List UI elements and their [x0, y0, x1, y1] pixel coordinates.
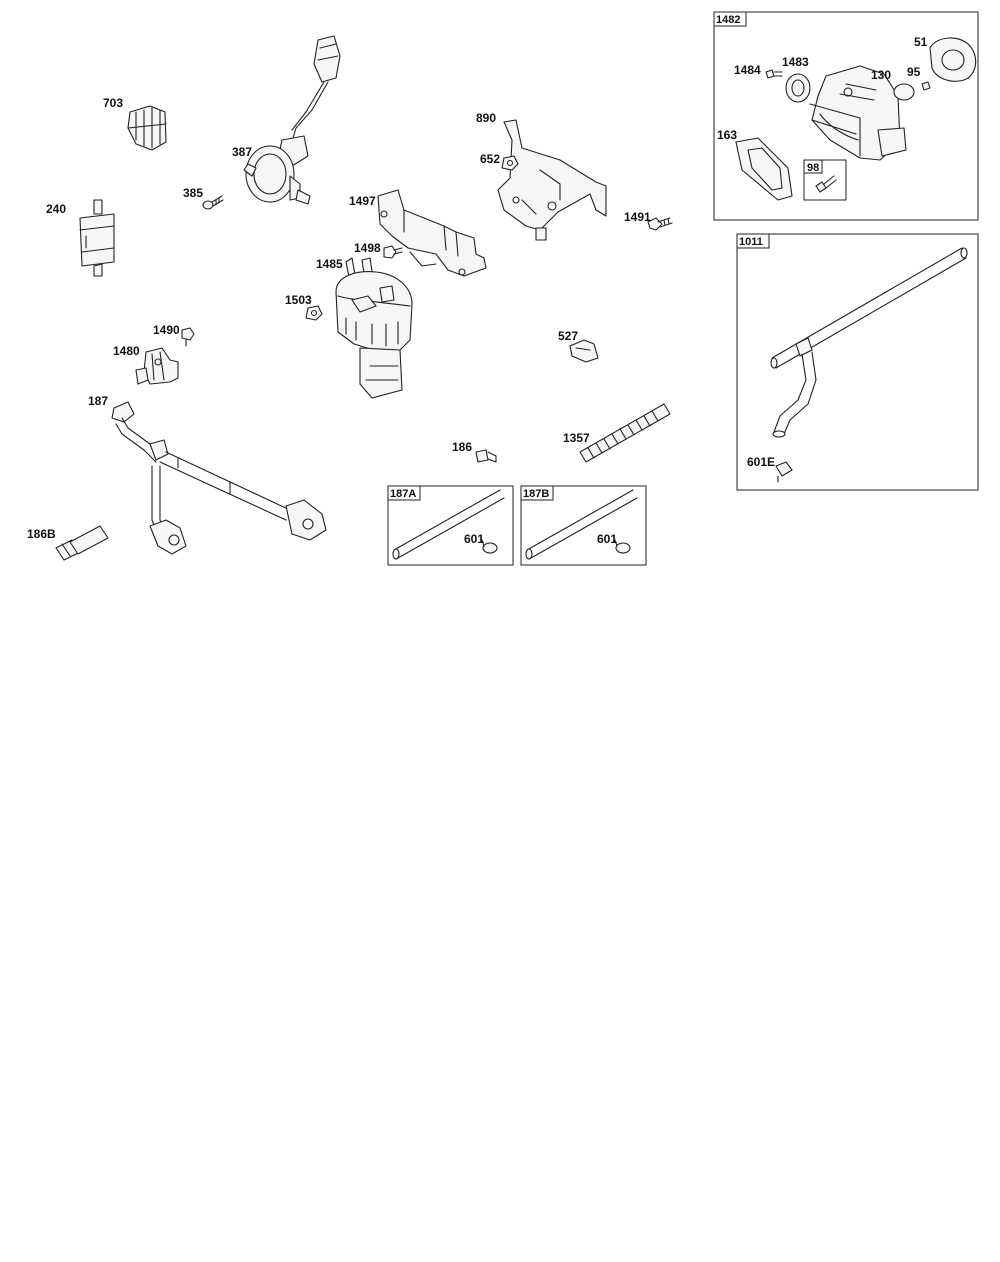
label-1357[interactable]: 1357: [563, 431, 590, 445]
kit-187B-label: 187B: [523, 488, 549, 500]
part-130-seal[interactable]: [893, 83, 915, 101]
part-1490-screw[interactable]: [181, 327, 195, 347]
kit-1482-box: [713, 11, 979, 221]
label-601E[interactable]: 601E: [747, 455, 775, 469]
kit-187A-label: 187A: [390, 488, 416, 500]
label-95[interactable]: 95: [907, 65, 921, 79]
label-186B[interactable]: 186B: [27, 527, 56, 541]
part-1484-screw[interactable]: [765, 69, 783, 79]
label-240[interactable]: 240: [46, 202, 66, 216]
part-163-gasket[interactable]: [735, 137, 793, 201]
label-1498[interactable]: 1498: [354, 241, 381, 255]
part-187-fuel-line[interactable]: [111, 401, 327, 555]
part-187A-clamp-601[interactable]: [481, 539, 498, 554]
part-1011-tube[interactable]: [770, 247, 968, 438]
part-187A-hose[interactable]: [392, 489, 505, 560]
part-187B-hose[interactable]: [525, 489, 638, 560]
label-890[interactable]: 890: [476, 111, 496, 125]
label-187[interactable]: 187: [88, 394, 108, 408]
part-1357-spring-sleeve[interactable]: [579, 403, 671, 463]
label-186[interactable]: 186: [452, 440, 472, 454]
label-652[interactable]: 652: [480, 152, 500, 166]
part-890-bracket[interactable]: [497, 119, 607, 241]
label-1491[interactable]: 1491: [624, 210, 651, 224]
kit-98-label: 98: [807, 162, 819, 174]
kit-1011-box: [736, 233, 979, 491]
part-1503-screw[interactable]: [305, 305, 323, 321]
part-51-gasket[interactable]: [929, 37, 977, 82]
label-1483[interactable]: 1483: [782, 55, 809, 69]
kit-1482-label: 1482: [716, 14, 740, 26]
label-130[interactable]: 130: [871, 68, 891, 82]
part-1485-pump-module[interactable]: [335, 257, 413, 399]
part-1498-nut[interactable]: [383, 245, 403, 259]
label-1485[interactable]: 1485: [316, 257, 343, 271]
part-703-clip[interactable]: [127, 105, 167, 151]
label-1484[interactable]: 1484: [734, 63, 761, 77]
label-385[interactable]: 385: [183, 186, 203, 200]
part-527-clip[interactable]: [569, 339, 599, 363]
part-187B-clamp-601[interactable]: [614, 539, 631, 554]
label-1480[interactable]: 1480: [113, 344, 140, 358]
label-1503[interactable]: 1503: [285, 293, 312, 307]
part-1491-bolt[interactable]: [647, 217, 673, 231]
label-187A-601[interactable]: 601: [464, 532, 484, 546]
label-387[interactable]: 387: [232, 145, 252, 159]
label-163[interactable]: 163: [717, 128, 737, 142]
part-240-fuel-filter[interactable]: [79, 199, 115, 277]
label-527[interactable]: 527: [558, 329, 578, 343]
part-186B-fitting[interactable]: [55, 525, 109, 561]
part-186-fitting[interactable]: [475, 449, 497, 463]
part-387-fuel-pump[interactable]: [243, 35, 341, 205]
kit-187A-box: [387, 485, 514, 566]
part-throttle-body[interactable]: [809, 65, 907, 161]
part-1483-gasket[interactable]: [785, 73, 811, 103]
label-1490[interactable]: 1490: [153, 323, 180, 337]
kit-1011-label: 1011: [739, 236, 763, 248]
part-98-screw[interactable]: [815, 175, 837, 193]
part-601E-clamp[interactable]: [775, 461, 793, 483]
label-1497[interactable]: 1497: [349, 194, 376, 208]
kit-98-box: [803, 159, 847, 201]
label-703[interactable]: 703: [103, 96, 123, 110]
part-1497-bracket[interactable]: [377, 189, 487, 277]
kit-187B-box: [520, 485, 647, 566]
part-95-screw[interactable]: [921, 81, 931, 91]
label-51[interactable]: 51: [914, 35, 928, 49]
part-652-nut[interactable]: [501, 155, 519, 171]
part-385-screw[interactable]: [202, 195, 224, 210]
label-187B-601[interactable]: 601: [597, 532, 617, 546]
part-1480-injector[interactable]: [135, 347, 179, 385]
